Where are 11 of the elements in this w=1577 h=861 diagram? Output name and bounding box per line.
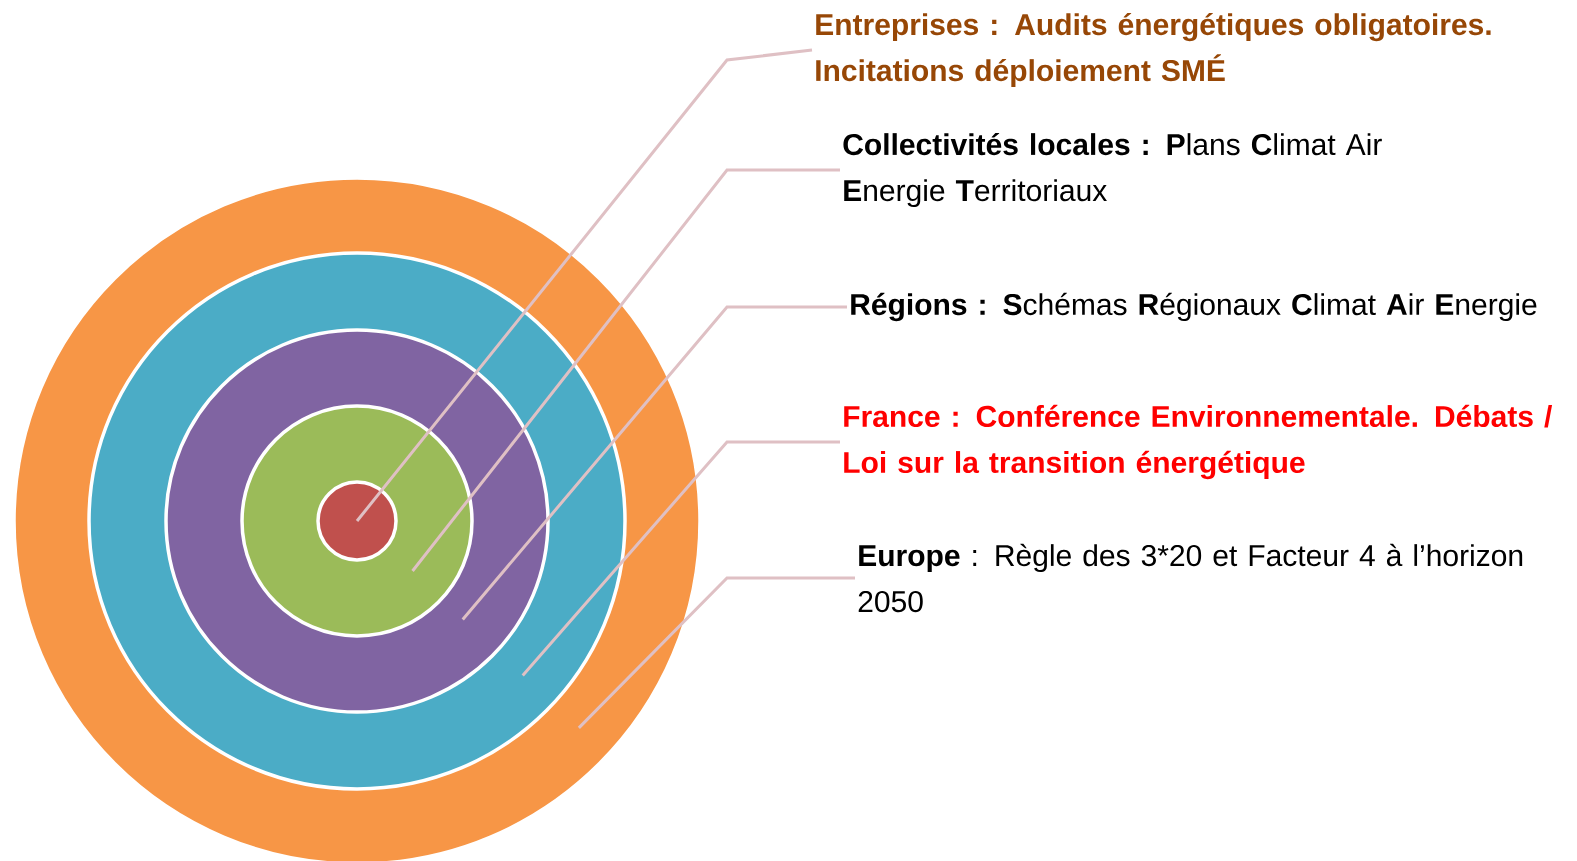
callout-text: Entreprises : Audits énergétiques obligatoires. Incitations déploiement SMÉ	[816, 12, 1491, 88]
leader-line	[411, 168, 840, 572]
callout-text: Europe : Règle des 3*20 et Facteur 4 à l’horizon 2050	[858, 543, 1523, 613]
callout-text: Collectivités locales : Plans Climat Air Energie Territoriaux	[843, 132, 1382, 208]
callout-text: France : Conférence Environnementale. Débats / Loi sur la transition énergétique	[844, 404, 1553, 480]
center-disc	[316, 480, 398, 562]
callout-text: Régions : Schémas Régionaux Climat Air Energie	[851, 292, 1537, 322]
leader-line	[521, 440, 840, 677]
leader-line	[461, 305, 847, 621]
leader-line	[577, 576, 855, 729]
leader-line	[355, 48, 813, 522]
